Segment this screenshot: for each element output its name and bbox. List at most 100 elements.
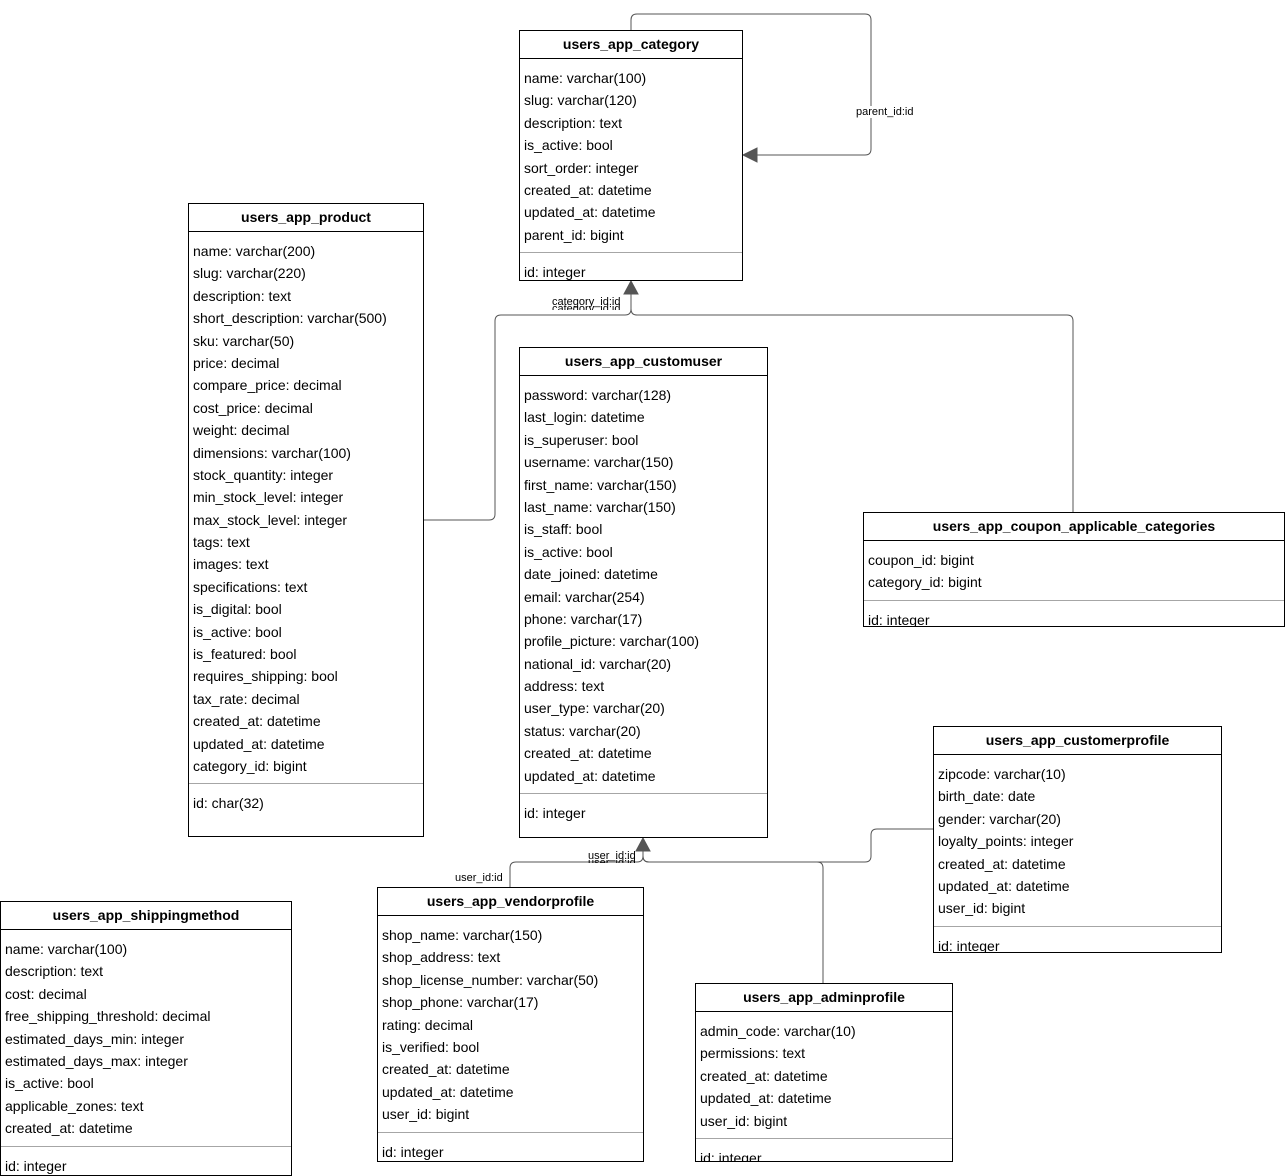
field-list: shop_name: varchar(150) shop_address: tex…: [378, 916, 643, 1126]
separator: [189, 783, 423, 785]
entity-title: users_app_product: [189, 204, 423, 232]
edge-admin-user: [642, 851, 824, 983]
edge-label-user-a: user_id:id: [588, 850, 636, 862]
entity-field: is_featured: bool: [193, 646, 297, 663]
entity-field: is_active: bool: [5, 1075, 94, 1092]
entity-field: images: text: [193, 556, 269, 573]
entity-field: admin_code: varchar(10): [700, 1023, 856, 1039]
primary-key-field: id: integer: [382, 1143, 444, 1160]
entity-field: updated_at: datetime: [382, 1083, 514, 1100]
entity-field: email: varchar(254): [524, 588, 645, 605]
entity-customuser[interactable]: users_app_customuser password: varchar(1…: [519, 347, 768, 838]
entity-field: sku: varchar(50): [193, 332, 295, 349]
entity-field: category_id: bigint: [193, 757, 307, 774]
entity-field: created_at: datetime: [700, 1067, 828, 1084]
entity-category[interactable]: users_app_category name: varchar(100) slu…: [519, 30, 743, 281]
entity-field: user_id: bigint: [700, 1112, 788, 1129]
entity-field: birth_date: date: [938, 788, 1036, 805]
entity-field: phone: varchar(17): [524, 610, 643, 627]
separator: [864, 599, 1284, 601]
primary-key-field: id: integer: [868, 611, 930, 627]
entity-field: shop_name: varchar(150): [382, 927, 543, 943]
separator: [696, 1137, 952, 1139]
entity-field: first_name: varchar(150): [524, 476, 677, 493]
entity-field: requires_shipping: bool: [193, 668, 338, 685]
entity-field: estimated_days_max: integer: [5, 1052, 188, 1069]
entity-field: slug: varchar(120): [524, 92, 637, 109]
separator: [1, 1145, 291, 1147]
entity-field: password: varchar(128): [524, 387, 672, 403]
entity-field: name: varchar(100): [524, 70, 647, 86]
entity-field: sort_order: integer: [524, 159, 639, 176]
entity-field: last_login: datetime: [524, 409, 645, 426]
entity-field: category_id: bigint: [868, 574, 982, 591]
entity-vendorprofile[interactable]: users_app_vendorprofile shop_name: varch…: [377, 887, 644, 1162]
entity-field: price: decimal: [193, 354, 280, 371]
entity-product[interactable]: users_app_product name: varchar(200)slug…: [188, 203, 424, 837]
entity-title: users_app_adminprofile: [696, 984, 952, 1012]
entity-field: last_name: varchar(150): [524, 498, 676, 515]
primary-key-field: id: integer: [5, 1157, 67, 1174]
entity-field: description: text: [193, 287, 292, 304]
entity-field: created_at: datetime: [193, 713, 321, 730]
entity-title: users_app_coupon_applicable_categories: [864, 513, 1284, 541]
entity-field: applicable_zones: text: [5, 1097, 144, 1114]
entity-field: username: varchar(150): [524, 454, 674, 471]
edge-label-coupon-category: category_id:id: [552, 303, 621, 310]
entity-field: is_superuser: bool: [524, 431, 639, 448]
primary-key-field: id: integer: [524, 805, 586, 822]
separator: [520, 793, 767, 795]
entity-field: created_at: datetime: [524, 181, 652, 198]
entity-field: name: varchar(200): [193, 243, 316, 259]
primary-key-field: id: integer: [938, 937, 1000, 953]
entity-field: shop_license_number: varchar(50): [382, 971, 599, 988]
entity-field: created_at: datetime: [382, 1061, 510, 1078]
entity-title: users_app_vendorprofile: [378, 888, 643, 916]
entity-customerprofile[interactable]: users_app_customerprofile zipcode: varch…: [933, 726, 1222, 953]
primary-key-field: id: char(32): [193, 795, 264, 812]
entity-title: users_app_shippingmethod: [1, 902, 291, 930]
entity-field: user_id: bigint: [938, 900, 1026, 917]
primary-key-field: id: integer: [524, 264, 586, 281]
entity-title: users_app_category: [520, 31, 742, 59]
separator: [378, 1131, 643, 1133]
entity-field: is_staff: bool: [524, 521, 603, 538]
entity-field: loyalty_points: integer: [938, 833, 1074, 850]
entity-field: user_id: bigint: [382, 1106, 470, 1123]
field-list: name: varchar(100) description: text cost:…: [1, 930, 291, 1140]
entity-field: is_active: bool: [193, 623, 282, 640]
entity-field: address: text: [524, 678, 605, 695]
entity-field: zipcode: varchar(10): [938, 766, 1066, 782]
entity-field: cost: decimal: [5, 985, 87, 1002]
entity-field: updated_at: datetime: [700, 1090, 832, 1107]
arrowhead-category: [623, 279, 639, 295]
entity-field: tax_rate: decimal: [193, 690, 300, 707]
edge-label-user-b: user_id:id: [588, 857, 636, 863]
entity-field: weight: decimal: [193, 422, 290, 439]
field-list: password: varchar(128) last_login: dateti…: [520, 376, 767, 787]
entity-field: is_active: bool: [524, 543, 613, 560]
field-list: name: varchar(100)slug: varchar(120)desc…: [520, 59, 742, 246]
edge-label-vendor-user: user_id:id: [455, 872, 503, 884]
entity-field: status: varchar(20): [524, 722, 641, 739]
separator: [520, 252, 742, 254]
field-list: admin_code: varchar(10) permissions: text…: [696, 1012, 952, 1132]
entity-field: name: varchar(100): [5, 941, 128, 957]
entity-field: coupon_id: bigint: [868, 552, 974, 568]
entity-field: shop_address: text: [382, 949, 501, 966]
entity-field: is_active: bool: [524, 137, 613, 154]
primary-key-field: id: integer: [700, 1149, 762, 1162]
entity-adminprofile[interactable]: users_app_adminprofile admin_code: varch…: [695, 983, 953, 1162]
entity-coupon-applicable-categories[interactable]: users_app_coupon_applicable_categories c…: [863, 512, 1285, 627]
entity-shippingmethod[interactable]: users_app_shippingmethod name: varchar(1…: [0, 901, 292, 1176]
entity-field: description: text: [5, 963, 104, 980]
entity-field: specifications: text: [193, 578, 308, 595]
entity-field: stock_quantity: integer: [193, 466, 334, 483]
separator: [934, 925, 1221, 927]
edge-label-parent: parent_id:id: [856, 106, 914, 118]
entity-field: created_at: datetime: [5, 1120, 133, 1137]
entity-title: users_app_customuser: [520, 348, 767, 376]
entity-field: parent_id: bigint: [524, 226, 624, 243]
entity-field: permissions: text: [700, 1045, 806, 1062]
